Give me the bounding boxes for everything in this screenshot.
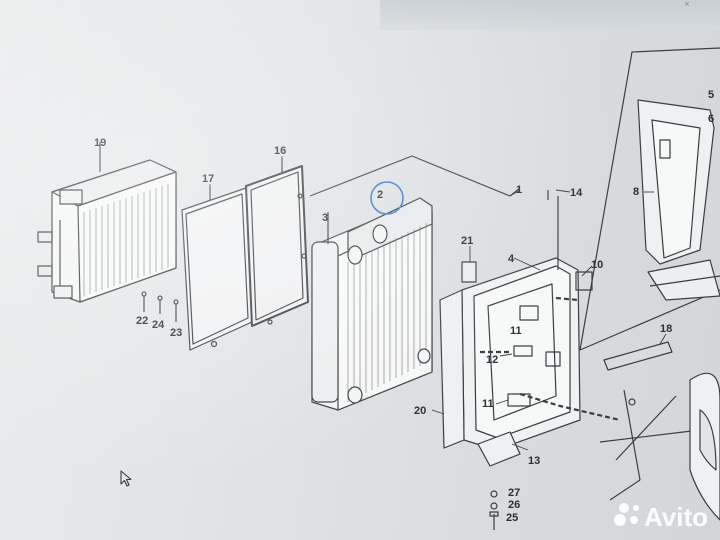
avito-watermark: Avito <box>614 502 708 532</box>
close-icon[interactable]: × <box>684 0 690 8</box>
part-3-radiator <box>311 197 433 411</box>
callout-24: 24 <box>152 319 165 331</box>
parts-22-23-24-fasteners <box>141 291 179 322</box>
callout-3: 3 <box>322 212 328 224</box>
avito-logo-icon <box>614 503 639 526</box>
callout-17: 17 <box>202 173 214 185</box>
callout-18: 18 <box>660 323 672 335</box>
callout-16: 16 <box>274 145 286 157</box>
assembly-outline <box>309 155 511 197</box>
part-19-charge-air-cooler <box>37 142 177 303</box>
callout-13: 13 <box>528 455 540 467</box>
callout-22: 22 <box>136 315 148 327</box>
callout-27: 27 <box>508 487 520 499</box>
parts-25-26-27-fasteners <box>489 490 499 530</box>
callout-1: 1 <box>516 184 522 196</box>
callout-21: 21 <box>461 235 473 247</box>
mouse-pointer-icon <box>120 470 132 487</box>
callout-10: 10 <box>591 259 603 271</box>
callout-5: 5 <box>708 89 714 101</box>
part-16-frame <box>245 158 309 327</box>
callout-12: 12 <box>486 354 498 366</box>
callout-26: 26 <box>508 499 520 511</box>
callout-2: 2 <box>377 189 383 201</box>
watermark-text: Avito <box>644 502 708 532</box>
callout-6: 6 <box>708 113 714 125</box>
callout-labels: 1 2 3 4 5 6 8 10 11 11 12 13 14 16 17 18… <box>94 89 714 524</box>
callout-19: 19 <box>94 137 106 149</box>
callout-23: 23 <box>170 327 182 339</box>
callout-11-upper: 11 <box>510 325 522 337</box>
callout-14: 14 <box>570 187 583 199</box>
highlight-circle <box>370 181 404 215</box>
hose-lines <box>480 296 621 422</box>
callout-11-lower: 11 <box>482 398 494 410</box>
browser-top-bar: × <box>380 0 720 30</box>
callout-25: 25 <box>506 512 518 524</box>
callout-8: 8 <box>633 186 639 198</box>
callout-4: 4 <box>508 253 515 265</box>
detail-box <box>579 47 720 351</box>
leader-lines <box>99 150 667 451</box>
part-17-frame <box>181 186 253 351</box>
callout-20: 20 <box>414 405 426 417</box>
part-18-strip-and-rods <box>599 341 720 521</box>
part-4-frame-assembly <box>439 190 593 467</box>
